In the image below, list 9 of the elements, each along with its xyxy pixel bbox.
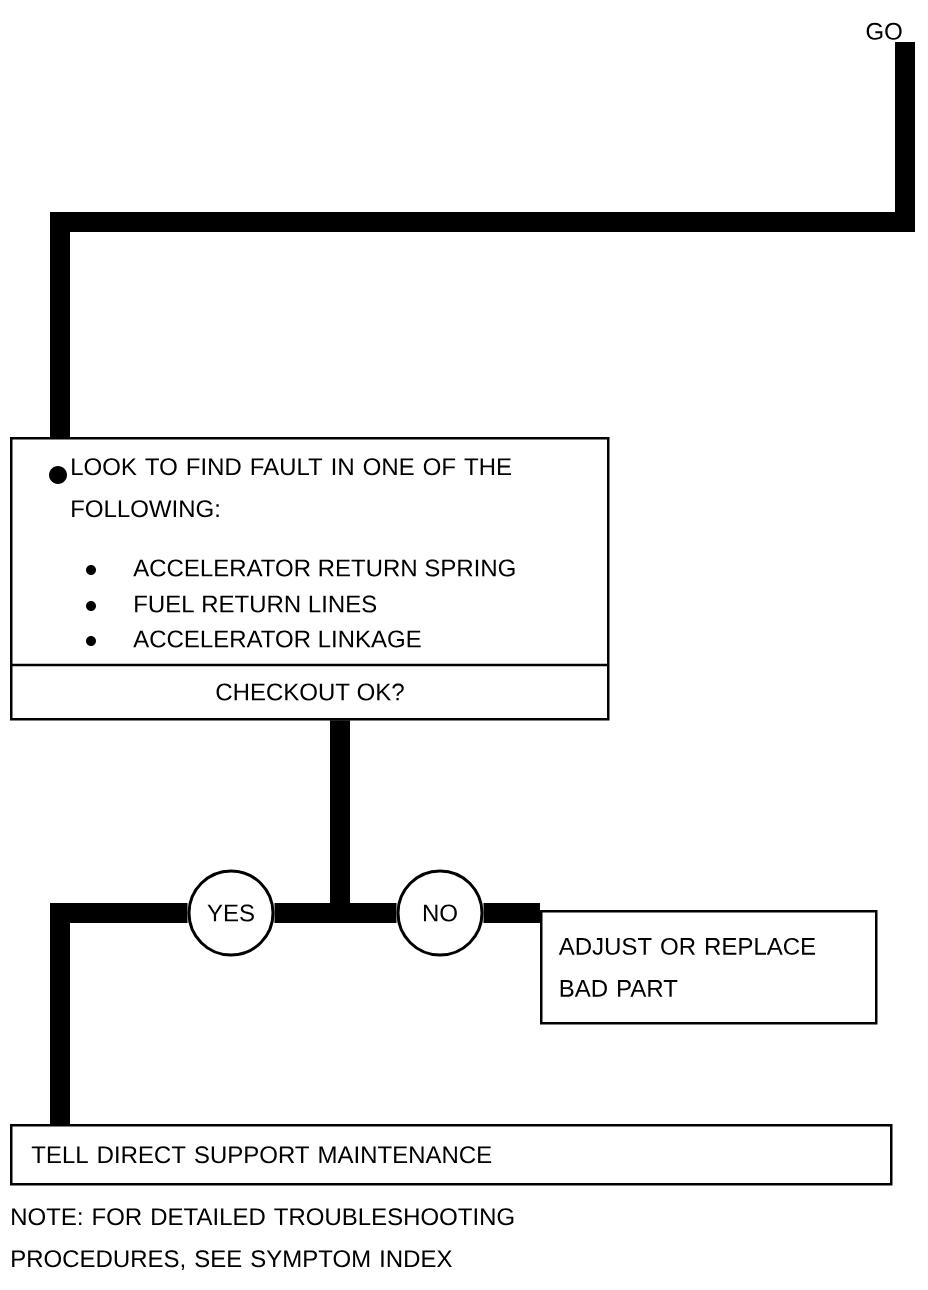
checklist-box: LOOK TO FIND FAULT IN ONE OF THE FOLLOWING: ACCELERATOR RETURN SPRING FUEL RETURN LINES ACCELERATOR LINKAGE CHECKOUT OK? — [10, 437, 610, 721]
action-box: ADJUST OR REPLACE BAD PART — [540, 910, 878, 1025]
connector-line — [330, 720, 397, 923]
note-text: NOTE: FOR DETAILED TROUBLESHOOTING PROCEDURES, SEE SYMPTOM INDEX — [12, 1208, 514, 1271]
start-label: GO — [866, 22, 902, 40]
connector-line — [483, 903, 540, 923]
connector-line — [50, 42, 915, 437]
connector-line — [50, 903, 188, 1124]
action-box: TELL DIRECT SUPPORT MAINTENANCE — [10, 1124, 893, 1186]
